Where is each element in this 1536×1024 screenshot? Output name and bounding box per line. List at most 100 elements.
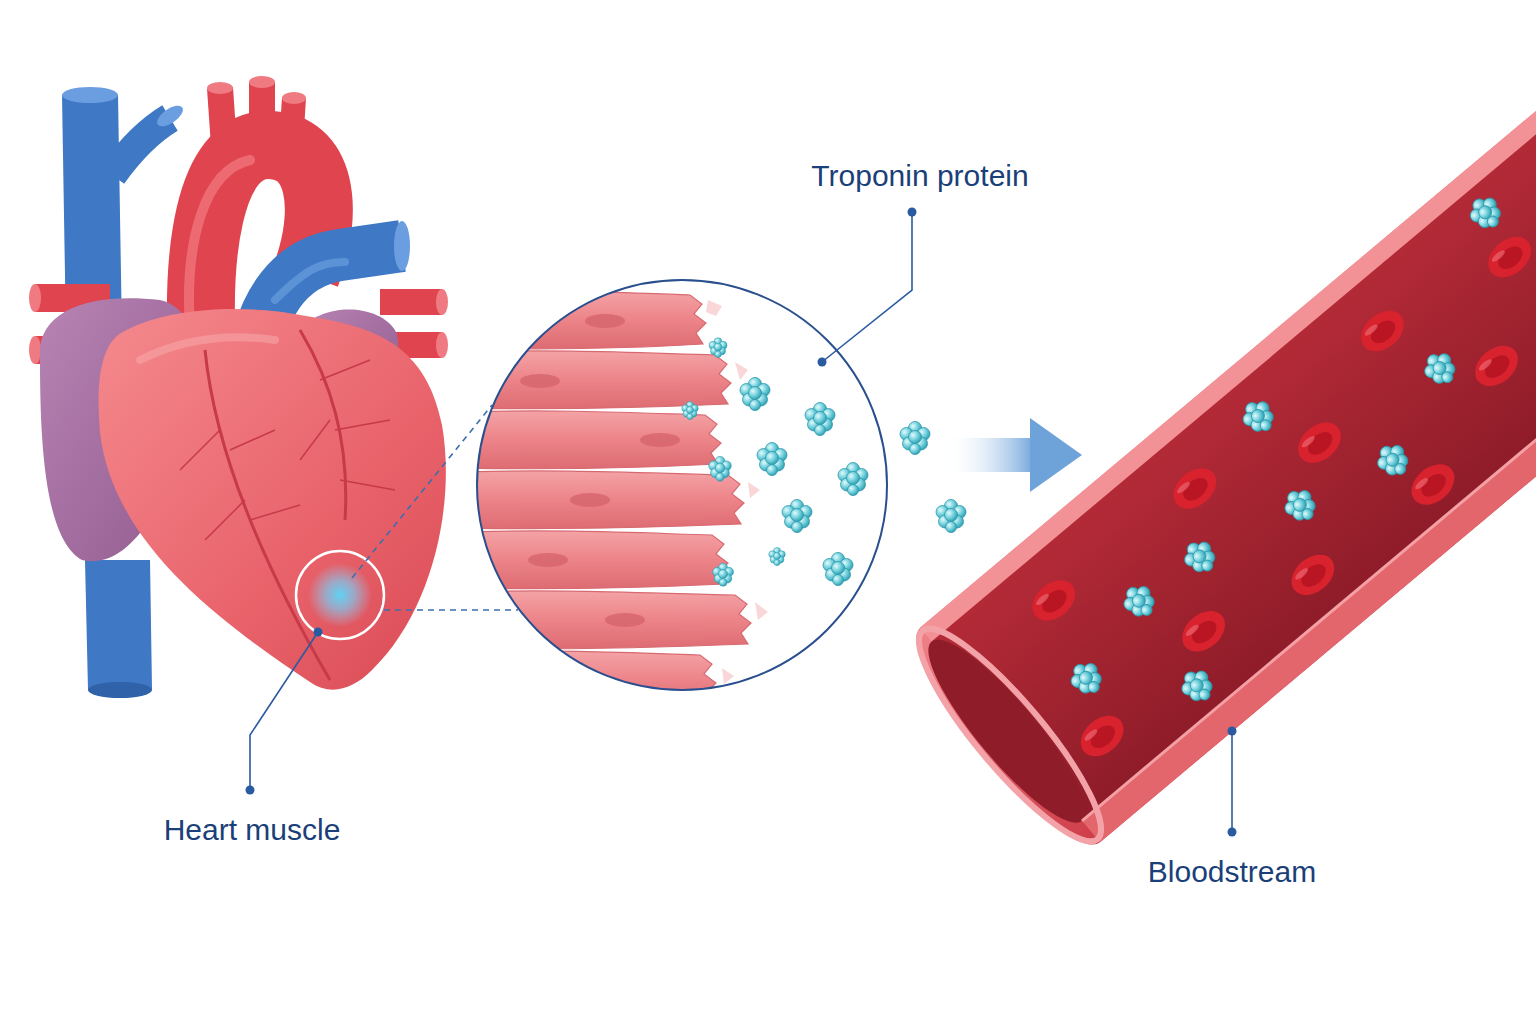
red-blood-cell (1166, 460, 1225, 517)
leader-line (250, 632, 318, 790)
heart-illustration (394, 221, 410, 271)
heart-illustration (380, 289, 442, 315)
troponin-cluster (805, 403, 835, 436)
leader-dot (246, 786, 255, 795)
troponin-cluster (757, 443, 787, 476)
muscle-zoom-view (570, 493, 610, 507)
muscle-zoom-view (520, 374, 560, 388)
red-blood-cell (986, 173, 1536, 779)
heart-illustration (275, 262, 345, 300)
leader-dot (314, 628, 323, 637)
muscle-zoom-view (748, 482, 760, 498)
callout-label: Heart muscle (160, 811, 345, 850)
muscle-zoom-view (460, 471, 744, 529)
troponin-cluster (782, 500, 812, 533)
troponin-cluster (1178, 535, 1222, 580)
red-blood-cell (1480, 229, 1536, 286)
heart-illustration (29, 76, 448, 698)
zoom-guide-line (352, 405, 492, 578)
heart-illustration (85, 560, 152, 690)
troponin-cluster (1236, 394, 1280, 439)
troponin-cluster (682, 338, 868, 587)
troponin-cluster (709, 338, 727, 358)
leader-line (250, 212, 1232, 832)
muscle-zoom-view (460, 411, 721, 469)
flow-arrow (945, 438, 1035, 472)
troponin-cluster (838, 463, 868, 496)
blood-vessel (1082, 178, 1536, 821)
blood-vessel (893, 0, 1536, 865)
muscle-zoom-view (540, 673, 580, 687)
muscle-zoom-view (460, 280, 887, 709)
troponin-cluster (936, 500, 966, 533)
blood-vessel (1082, 178, 1536, 842)
flow-arrow (1030, 418, 1082, 492)
muscle-zoom-view (755, 602, 768, 620)
troponin-cluster (740, 378, 770, 411)
troponin-cluster (1000, 191, 1536, 760)
red-blood-cell (1024, 572, 1083, 629)
troponin-cluster (682, 401, 699, 419)
blood-vessel (909, 623, 1104, 840)
muscle-zoom-view (460, 291, 706, 349)
heart-illustration (62, 87, 118, 103)
heart-illustration (300, 330, 346, 520)
troponin-cluster (1464, 191, 1508, 236)
heart-illustration (29, 284, 41, 312)
heart-illustration (282, 92, 306, 104)
heart-illustration (140, 337, 275, 360)
red-blood-cell (1290, 414, 1349, 471)
callout-label: Troponin protein (807, 157, 1032, 196)
troponin-cluster (1371, 438, 1415, 483)
heart-illustration (29, 336, 41, 364)
heart-illustration (300, 360, 395, 490)
leader-dot (908, 208, 917, 217)
troponin-cluster (1065, 656, 1109, 701)
muscle-zoom-view (706, 300, 768, 684)
leader-dot (1228, 828, 1237, 837)
leader-dot (1228, 727, 1237, 736)
muscle-zoom-view (605, 613, 645, 627)
muscle-zoom-view (460, 591, 751, 649)
heart-illustration (436, 289, 448, 315)
heart-illustration (88, 682, 152, 698)
muscle-zoom-view (460, 291, 868, 709)
troponin-cluster (709, 456, 732, 481)
muscle-zoom-view (722, 668, 734, 684)
heart-illustration (249, 76, 275, 88)
zoom-guide-line (384, 609, 518, 611)
red-blood-cell (1174, 603, 1233, 660)
leader-dot (246, 208, 1237, 837)
muscle-zoom-view (528, 553, 568, 567)
troponin-cluster (1535, 353, 1536, 398)
leader-dot (818, 358, 827, 367)
flow-arrow (945, 418, 1082, 492)
muscle-zoom-view (640, 433, 680, 447)
muscle-zoom-view (460, 291, 751, 709)
red-blood-cell (1284, 546, 1343, 603)
heart-illustration (436, 332, 448, 358)
heart-illustration (112, 118, 170, 175)
troponin-cluster (769, 547, 786, 565)
troponin-cluster (823, 553, 853, 586)
heart-illustration (99, 309, 446, 690)
muscle-zoom-view (477, 280, 887, 690)
heart-illustration (154, 102, 187, 131)
heart-illustration (207, 82, 233, 94)
troponin-cluster (1175, 664, 1219, 709)
troponin-cluster (1278, 483, 1322, 528)
red-blood-cell (1073, 708, 1132, 765)
troponin-cluster (1117, 579, 1161, 624)
heart-illustration (308, 563, 372, 627)
heart-illustration (189, 160, 250, 330)
muscle-zoom-view (585, 314, 625, 328)
heart-illustration (180, 430, 300, 540)
heart-illustration (296, 551, 384, 639)
red-blood-cell (1467, 337, 1526, 394)
muscle-zoom-view (706, 300, 722, 316)
muscle-zoom-view (735, 362, 748, 380)
troponin-cluster (900, 422, 930, 455)
muscle-zoom-view (460, 651, 716, 709)
troponin-cluster (713, 563, 734, 586)
